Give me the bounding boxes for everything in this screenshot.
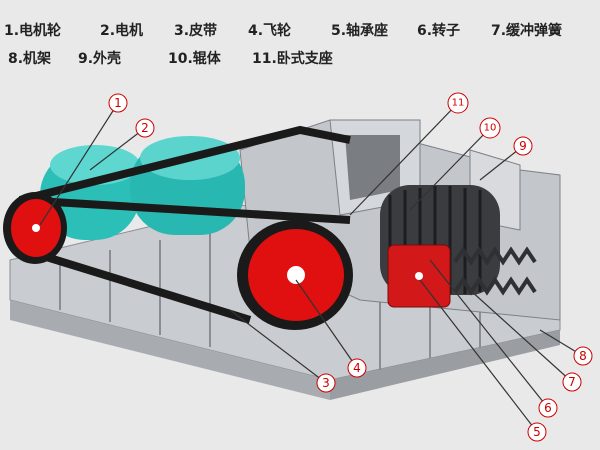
callout-6: 6 — [538, 398, 558, 418]
svg-text:4: 4 — [353, 361, 361, 375]
svg-text:2: 2 — [141, 121, 149, 135]
legend-item-6: 6.转子 — [417, 23, 461, 39]
flywheel — [237, 220, 353, 330]
legend-item-8: 8.机架 — [8, 51, 52, 67]
svg-text:6: 6 — [544, 401, 552, 415]
buffer-springs — [453, 246, 537, 296]
svg-text:8: 8 — [579, 349, 587, 363]
legend-item-3: 3.皮带 — [174, 23, 218, 39]
svg-text:5: 5 — [533, 425, 541, 439]
callout-8: 8 — [573, 346, 593, 366]
legend-item-10: 10.辊体 — [168, 51, 221, 67]
callout-11: 11 — [447, 92, 469, 114]
motor-pulley — [3, 192, 67, 264]
bearing-block — [387, 244, 451, 308]
legend-item-5: 5.轴承座 — [331, 23, 389, 39]
belt — [19, 125, 351, 324]
callout-4: 4 — [347, 358, 367, 378]
callout-5: 5 — [527, 422, 547, 442]
svg-text:11: 11 — [452, 98, 465, 109]
svg-text:1: 1 — [114, 96, 122, 110]
legend-item-11: 11.卧式支座 — [252, 51, 333, 67]
callouts: 1 2 3 4 5 6 7 8 9 10 11 — [108, 92, 593, 442]
legend-item-4: 4.飞轮 — [248, 23, 292, 39]
legend-item-2: 2.电机 — [100, 23, 144, 39]
callout-3: 3 — [316, 373, 336, 393]
callout-2: 2 — [135, 118, 155, 138]
callout-7: 7 — [562, 372, 582, 392]
svg-text:10: 10 — [484, 123, 497, 134]
svg-text:7: 7 — [568, 375, 576, 389]
legend-item-9: 9.外壳 — [78, 51, 122, 67]
legend-item-7: 7.缓冲弹簧 — [491, 23, 563, 39]
callout-10: 10 — [479, 117, 501, 139]
legend-item-1: 1.电机轮 — [4, 23, 62, 39]
svg-text:9: 9 — [519, 139, 527, 153]
callout-1: 1 — [108, 93, 128, 113]
callout-9: 9 — [513, 136, 533, 156]
svg-text:3: 3 — [322, 376, 330, 390]
